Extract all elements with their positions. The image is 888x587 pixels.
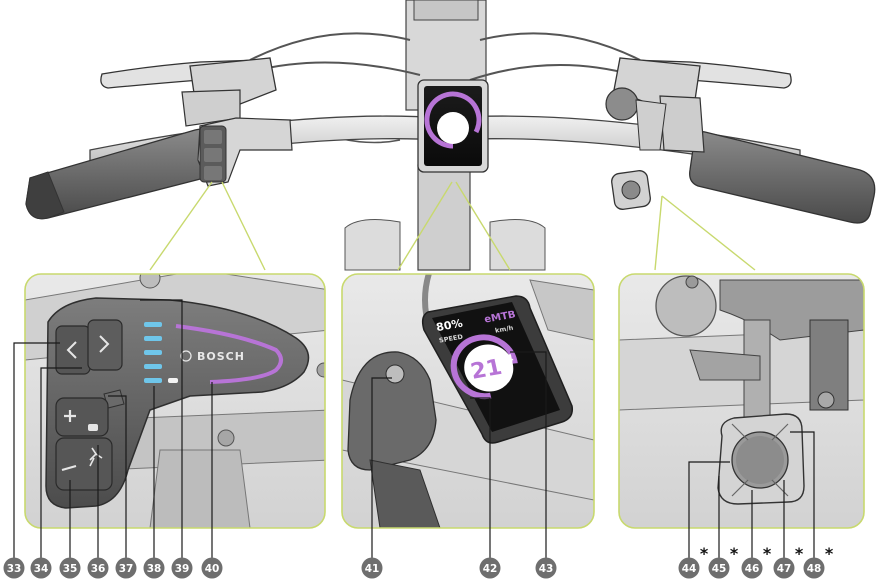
svg-text:38: 38 <box>147 563 162 575</box>
callout-42: 42 <box>480 558 501 579</box>
svg-text:45: 45 <box>712 563 727 575</box>
callout-37: 37 <box>116 558 137 579</box>
panel-display: 80% eMTB SPEED km/h 21 .4 <box>342 270 594 528</box>
callout-44: 44 <box>679 558 700 579</box>
overview-handlebar <box>26 0 875 270</box>
svg-text:37: 37 <box>119 563 134 575</box>
asterisk-47: * <box>795 544 804 563</box>
charge-led-3 <box>144 350 162 355</box>
svg-text:35: 35 <box>63 563 78 575</box>
svg-text:39: 39 <box>175 563 190 575</box>
status-led <box>168 378 178 383</box>
asterisk-46: * <box>763 544 772 563</box>
callout-39: 39 <box>172 558 193 579</box>
callout-47: 47 <box>774 558 795 579</box>
callout-40: 40 <box>202 558 223 579</box>
minus-walk-button[interactable] <box>56 438 112 490</box>
callout-48: 48 <box>804 558 825 579</box>
callout-36: 36 <box>88 558 109 579</box>
svg-text:34: 34 <box>34 563 49 575</box>
svg-text:36: 36 <box>91 563 106 575</box>
callout-46: 46 <box>742 558 763 579</box>
charge-led-4 <box>144 336 162 341</box>
callout-41: 41 <box>362 558 383 579</box>
callout-33: 33 <box>4 558 25 579</box>
svg-text:41: 41 <box>365 563 380 575</box>
svg-text:44: 44 <box>682 563 697 575</box>
left-button[interactable] <box>56 326 90 374</box>
svg-text:43: 43 <box>539 563 554 575</box>
svg-text:33: 33 <box>7 563 22 575</box>
panel-remote: BOSCH <box>25 268 331 528</box>
svg-text:46: 46 <box>745 563 760 575</box>
asterisk-48: * <box>825 544 834 563</box>
callout-45: 45 <box>709 558 730 579</box>
charge-led-2 <box>144 364 162 369</box>
charge-led-1 <box>144 378 162 383</box>
callout-35: 35 <box>60 558 81 579</box>
callout-34: 34 <box>31 558 52 579</box>
charge-led-5 <box>144 322 162 327</box>
asterisk-44: * <box>700 544 709 563</box>
light-icon <box>88 424 98 431</box>
svg-text:47: 47 <box>777 563 792 575</box>
svg-text:40: 40 <box>205 563 220 575</box>
svg-text:42: 42 <box>483 563 498 575</box>
asterisk-45: * <box>730 544 739 563</box>
callout-43: 43 <box>536 558 557 579</box>
remote-brand-label: BOSCH <box>197 350 245 363</box>
callout-38: 38 <box>144 558 165 579</box>
svg-text:48: 48 <box>807 563 822 575</box>
panel-mount <box>619 274 864 528</box>
right-button[interactable] <box>88 320 122 370</box>
plus-light-button[interactable] <box>56 398 108 436</box>
